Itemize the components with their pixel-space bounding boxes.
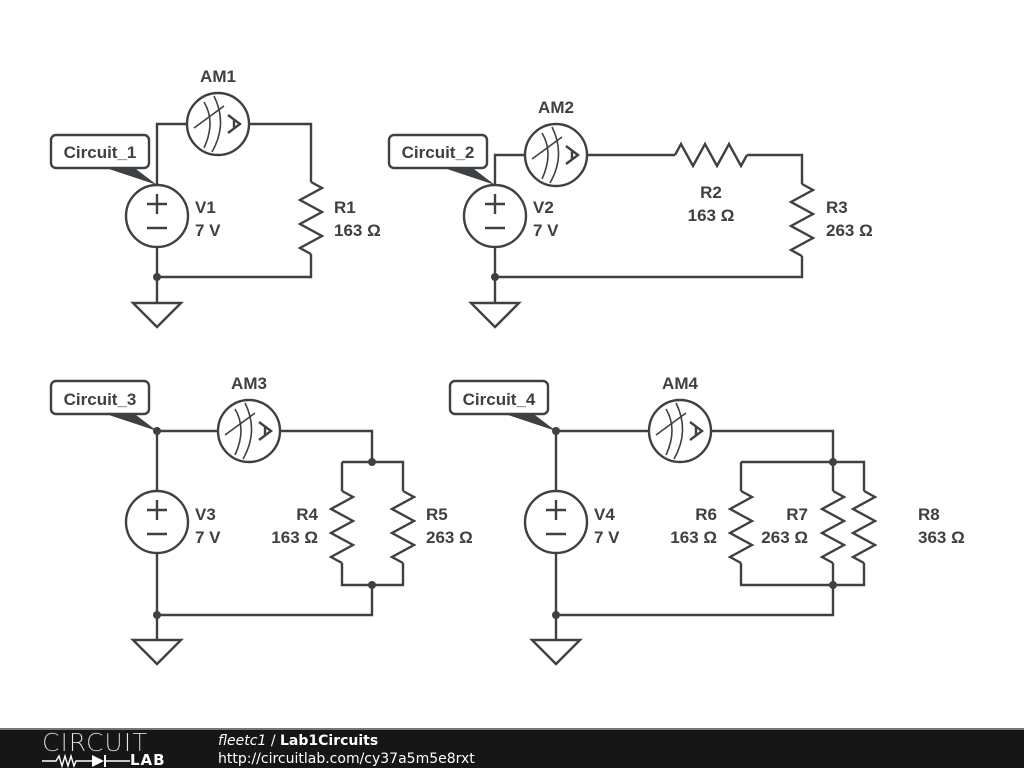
resistor-name: R6 (695, 505, 717, 524)
source-value: 7 V (533, 221, 559, 240)
logo-wordmark-bottom: LAB (130, 751, 166, 769)
circuit-3: Circuit_3 AM3 V3 7 V R4 163 Ω R5 263 Ω (49, 374, 473, 666)
author-name[interactable]: fleetc1 (218, 733, 267, 749)
net-label-circuit-1[interactable]: Circuit_1 (49, 133, 157, 185)
source-name: V1 (195, 198, 216, 217)
footer-bar: CIRCUIT LAB fleetc1 / Lab1Circuits http:… (0, 728, 1024, 769)
ammeter-am2[interactable] (523, 122, 589, 188)
resistor-name: R5 (426, 505, 448, 524)
resistor-name: R1 (334, 198, 356, 217)
source-name: V2 (533, 198, 554, 217)
circuitlab-logo[interactable]: CIRCUIT LAB (42, 728, 177, 769)
ammeter-label: AM3 (231, 374, 267, 393)
resistor-r6-symbol[interactable] (727, 489, 755, 565)
resistor-value: 163 Ω (688, 206, 735, 225)
voltage-source-v3[interactable] (124, 489, 190, 555)
net-label-circuit-2[interactable]: Circuit_2 (387, 133, 495, 185)
resistor-r7-symbol[interactable] (819, 489, 847, 565)
ground-symbol (469, 301, 521, 329)
logo-wordmark-top: CIRCUIT (42, 728, 149, 757)
resistor-diode-logo-icon (42, 754, 130, 768)
ground-symbol (530, 638, 582, 666)
resistor-name: R3 (826, 198, 848, 217)
resistor-r3-symbol[interactable] (788, 182, 816, 258)
source-name: V3 (195, 505, 216, 524)
project-info: fleetc1 / Lab1Circuits http://circuitlab… (218, 732, 475, 768)
resistor-r5-symbol[interactable] (389, 489, 417, 565)
schematic-canvas: Circuit_1 AM1 V1 7 V R1 163 Ω Circuit_2 … (49, 67, 965, 666)
net-label-circuit-4[interactable]: Circuit_4 (448, 379, 556, 431)
voltage-source-v4[interactable] (523, 489, 589, 555)
resistor-value: 263 Ω (761, 528, 808, 547)
resistor-value: 163 Ω (271, 528, 318, 547)
source-value: 7 V (195, 221, 221, 240)
ammeter-label: AM4 (662, 374, 698, 393)
resistor-r8-symbol[interactable] (850, 489, 878, 565)
net-label-text: Circuit_2 (402, 143, 475, 162)
voltage-source-v1[interactable] (124, 183, 190, 249)
project-title[interactable]: Lab1Circuits (280, 733, 379, 749)
ammeter-label: AM2 (538, 98, 574, 117)
path-separator: / (270, 733, 276, 749)
ammeter-am1[interactable] (185, 91, 251, 157)
circuit-4: Circuit_4 AM4 V4 7 V R6 163 Ω R7 263 Ω R… (448, 374, 965, 666)
resistor-r1-symbol[interactable] (297, 180, 325, 256)
resistor-value: 263 Ω (426, 528, 473, 547)
net-label-circuit-3[interactable]: Circuit_3 (49, 379, 157, 431)
circuit-2: Circuit_2 AM2 V2 7 V R2 163 Ω R3 263 Ω (387, 98, 873, 329)
source-value: 7 V (594, 528, 620, 547)
resistor-value: 363 Ω (918, 528, 965, 547)
ground-symbol (131, 638, 183, 666)
source-value: 7 V (195, 528, 221, 547)
resistor-name: R4 (296, 505, 318, 524)
circuit-1: Circuit_1 AM1 V1 7 V R1 163 Ω (49, 67, 381, 329)
net-label-text: Circuit_4 (463, 390, 536, 409)
resistor-value: 163 Ω (670, 528, 717, 547)
ground-symbol (131, 301, 183, 329)
resistor-name: R2 (700, 183, 722, 202)
net-label-text: Circuit_1 (64, 143, 137, 162)
resistor-r2-symbol[interactable] (673, 141, 749, 169)
resistor-value: 263 Ω (826, 221, 873, 240)
project-url[interactable]: http://circuitlab.com/cy37a5m5e8rxt (218, 751, 475, 767)
net-label-text: Circuit_3 (64, 390, 137, 409)
ammeter-label: AM1 (200, 67, 236, 86)
resistor-name: R7 (786, 505, 808, 524)
resistor-name: R8 (918, 505, 940, 524)
voltage-source-v2[interactable] (462, 183, 528, 249)
ammeter-am3[interactable] (216, 398, 282, 464)
source-name: V4 (594, 505, 615, 524)
ammeter-am4[interactable] (647, 398, 713, 464)
resistor-value: 163 Ω (334, 221, 381, 240)
resistor-r4-symbol[interactable] (328, 489, 356, 565)
